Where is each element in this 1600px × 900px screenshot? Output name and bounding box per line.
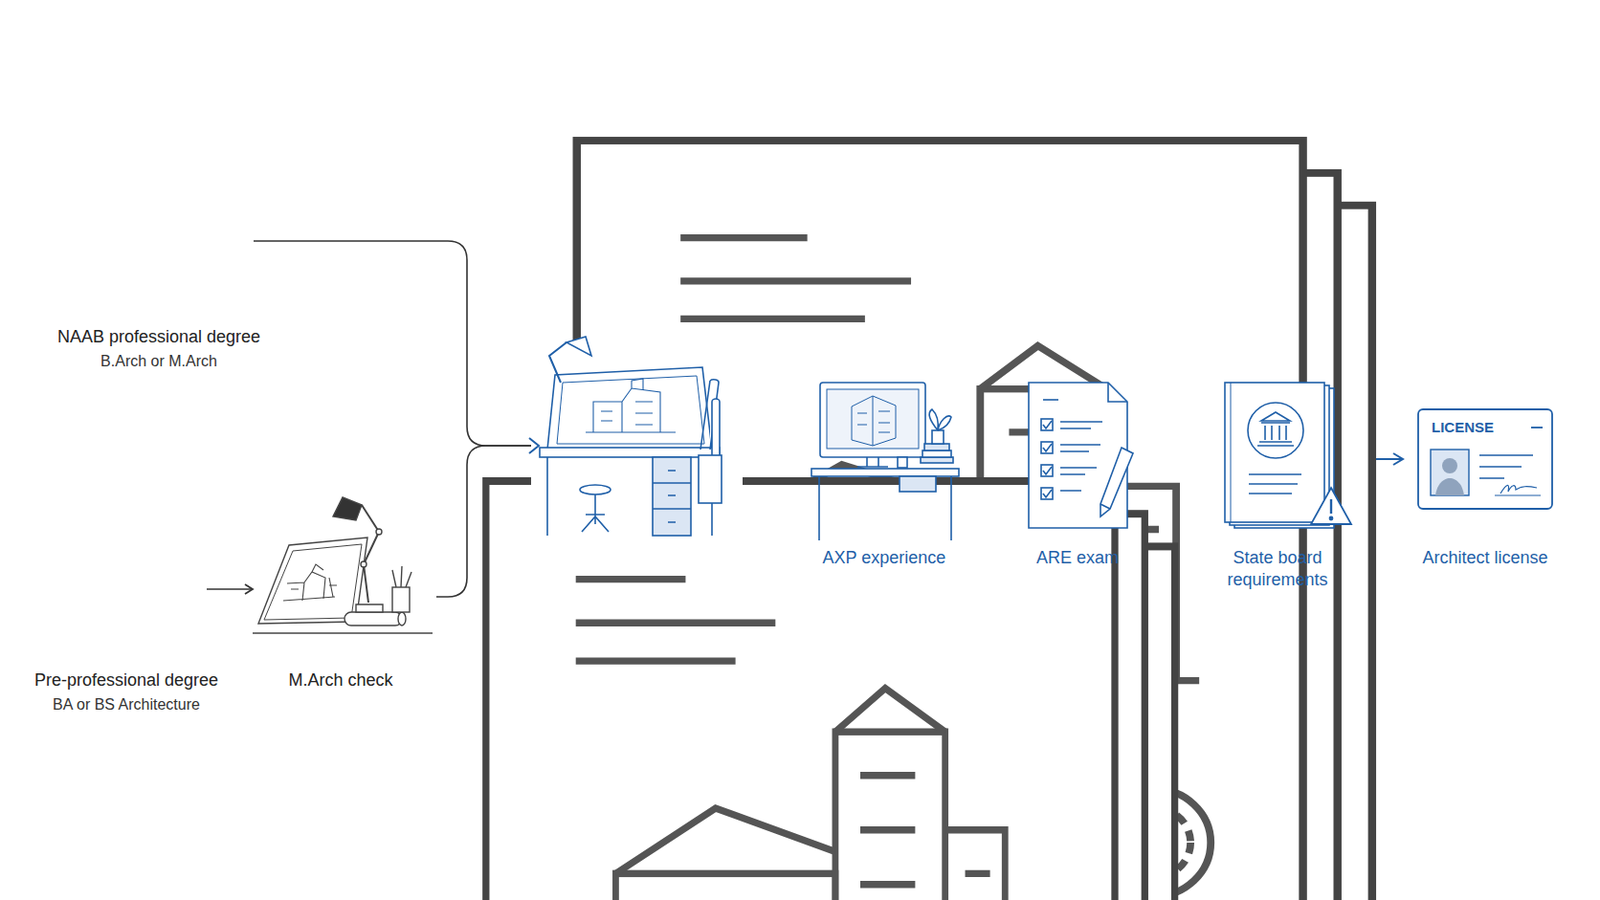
merge-arrowhead xyxy=(529,438,539,454)
state-board-book-icon xyxy=(1224,382,1352,529)
drafting-sheet-icon xyxy=(252,497,433,634)
computer-desk-icon xyxy=(811,382,959,541)
node-sublabel: B.Arch or M.Arch xyxy=(100,352,218,373)
node-label: AXP experience xyxy=(822,547,947,570)
node-sublabel: BA or BS Architecture xyxy=(52,695,200,716)
drafting-desk-icon xyxy=(531,336,743,544)
check-node: M.Arch check xyxy=(256,497,435,636)
flow-connector xyxy=(206,588,253,591)
process-step: State board requirements xyxy=(1223,382,1353,530)
degree-document xyxy=(486,481,1176,900)
node-label: State board requirements xyxy=(1222,547,1334,593)
license-card-icon xyxy=(1418,409,1553,510)
node-sublabel: Architect license xyxy=(1422,547,1548,570)
node-label: Pre-professional degree xyxy=(34,669,219,692)
node-label: M.Arch check xyxy=(288,669,393,692)
node-label: ARE exam xyxy=(1036,547,1119,570)
node-label: NAAB professional degree xyxy=(57,326,261,349)
degree-node: NAAB professional degreeB.Arch or M.Arch xyxy=(84,140,233,314)
exam-sheet-icon xyxy=(1028,382,1134,529)
process-step: ARE exam xyxy=(1028,382,1134,530)
degree-node: Pre-professional degreeBA or BS Architec… xyxy=(59,481,190,659)
process-step: AXP experience xyxy=(810,382,960,542)
result-node: LICENSEArchitect license xyxy=(1418,409,1554,511)
node-label: LICENSE xyxy=(1431,418,1494,438)
